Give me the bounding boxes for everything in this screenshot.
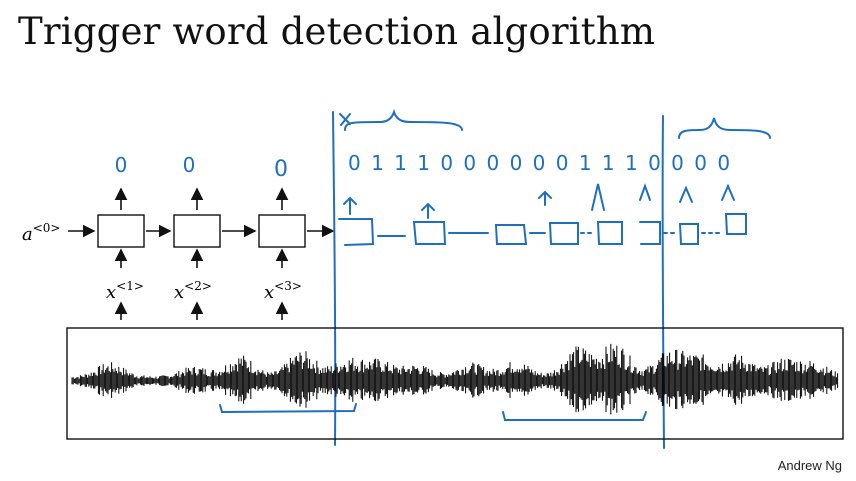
handwritten-annotations bbox=[219, 108, 771, 449]
slide-title: Trigger word detection algorithm bbox=[18, 10, 656, 53]
waveform-trace bbox=[71, 343, 839, 415]
hand-cell-6 bbox=[639, 221, 661, 245]
hand-cell-4 bbox=[548, 222, 579, 245]
x-mark bbox=[339, 113, 351, 126]
input-label-1: x<1> bbox=[106, 279, 144, 303]
hand-up-arrow-2 bbox=[421, 202, 435, 219]
waveform-box bbox=[66, 327, 844, 440]
hand-cell-1 bbox=[338, 218, 375, 246]
audio-waveform bbox=[71, 343, 839, 415]
hand-up-arrow-5 bbox=[639, 183, 651, 201]
rnn-cell-3 bbox=[258, 214, 306, 248]
hand-up-arrow-4 bbox=[591, 183, 605, 211]
hand-cell-5 bbox=[596, 221, 623, 245]
hand-up-arrow-1 bbox=[343, 196, 357, 215]
hand-cell-3 bbox=[494, 224, 528, 245]
output-1: 0 bbox=[115, 153, 128, 177]
initial-activation-label: a<0> bbox=[22, 221, 60, 245]
brace-2 bbox=[678, 117, 771, 139]
hand-up-arrow-6 bbox=[679, 185, 693, 203]
brace-1 bbox=[344, 108, 463, 131]
hand-cell-7 bbox=[678, 223, 699, 245]
hand-up-arrow-7 bbox=[721, 183, 735, 201]
hand-cell-8 bbox=[724, 213, 747, 235]
rnn-cell-1 bbox=[97, 214, 145, 248]
input-label-3: x<3> bbox=[264, 279, 302, 303]
author-credit: Andrew Ng bbox=[777, 458, 842, 473]
output-2: 0 bbox=[183, 153, 196, 177]
input-label-2: x<2> bbox=[174, 279, 212, 303]
hand-cell-2 bbox=[412, 221, 447, 245]
output-3: 0 bbox=[274, 157, 288, 182]
underline-bracket-2 bbox=[502, 411, 647, 421]
rnn-cell-2 bbox=[173, 214, 221, 248]
divider-line-1 bbox=[332, 111, 337, 446]
hand-up-arrow-3 bbox=[538, 190, 552, 206]
handwritten-labels: 0 1 1 1 0 0 0 0 0 0 1 1 1 0 0 0 0 bbox=[348, 151, 732, 175]
underline-bracket-1 bbox=[219, 403, 357, 414]
